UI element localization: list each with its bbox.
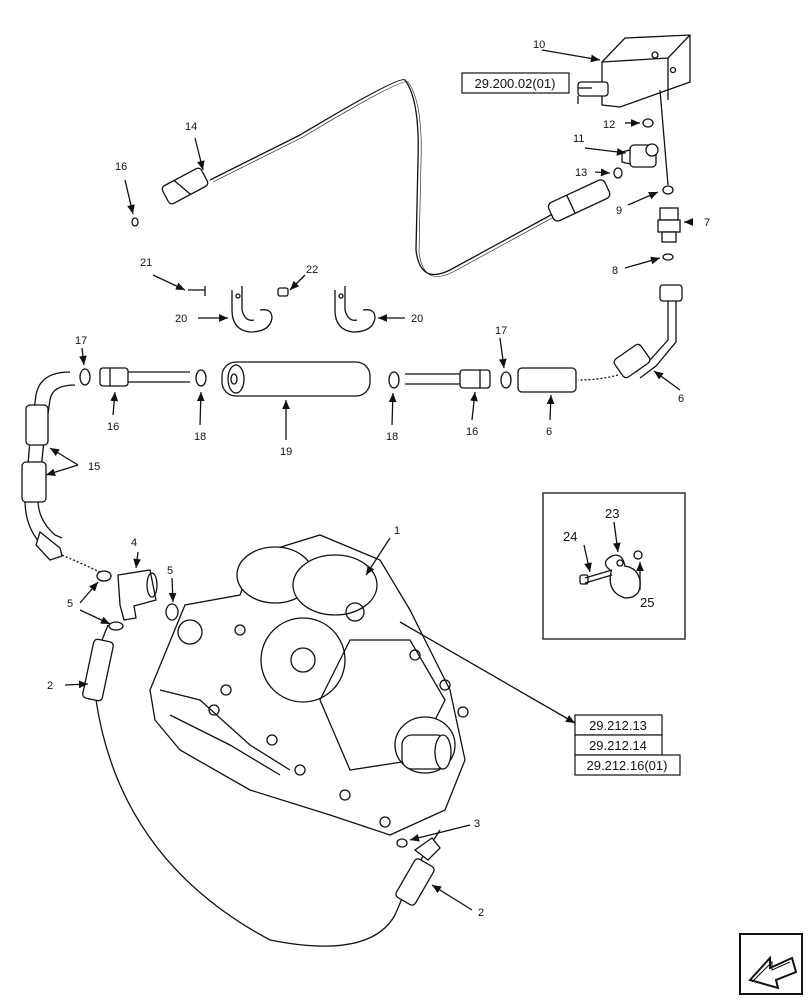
callout-15: 15	[88, 461, 100, 473]
callout-2-left: 2	[47, 680, 53, 692]
fitting-16-left	[99, 367, 190, 387]
o-ring-9	[662, 185, 674, 195]
callout-5-right: 5	[167, 565, 173, 577]
inset-bolt-24	[579, 569, 613, 585]
o-ring-5-top	[96, 570, 112, 582]
callout-3: 3	[474, 818, 480, 830]
upper-hose	[209, 78, 561, 276]
elbow-fitting-11	[621, 143, 659, 168]
callout-17-right: 17	[495, 325, 507, 337]
adapter-7	[657, 207, 681, 243]
pump-reference-1: 29.212.13	[589, 718, 647, 733]
tube-6-right	[613, 284, 683, 379]
hose-2	[82, 624, 441, 947]
inset-nut-25	[633, 550, 643, 560]
o-ring-8	[662, 253, 674, 261]
o-ring-18-right	[388, 371, 400, 389]
callout-labels: 10 12 11 13 9 7 8 6 14 16 21 22 20 20 17…	[47, 39, 710, 919]
valve-reference: 29.200.02(01)	[461, 72, 570, 94]
clamp-20-left	[188, 286, 289, 333]
accumulator-19	[221, 361, 371, 397]
o-ring-17-left	[79, 368, 91, 386]
callout-19: 19	[280, 446, 292, 458]
callout-12: 12	[603, 119, 615, 131]
o-ring-17-right	[500, 371, 512, 389]
callout-23: 23	[605, 506, 619, 521]
callout-22: 22	[306, 264, 318, 276]
callout-21: 21	[140, 257, 152, 269]
callout-16-top: 16	[115, 161, 127, 173]
o-ring-13	[613, 167, 623, 179]
hose-fitting-mid	[547, 179, 611, 222]
sleeve-6-middle	[517, 367, 577, 393]
callout-4: 4	[131, 537, 137, 549]
callout-1: 1	[394, 525, 400, 537]
callout-9: 9	[616, 205, 622, 217]
fitting-16-right	[405, 369, 491, 389]
callout-24: 24	[563, 529, 577, 544]
callout-13: 13	[575, 167, 587, 179]
callout-25: 25	[640, 595, 654, 610]
o-ring-12	[642, 118, 654, 128]
callout-7: 7	[704, 217, 710, 229]
callout-20-left: 20	[175, 313, 187, 325]
o-ring-5-bottom	[108, 621, 124, 631]
callout-17-left: 17	[75, 335, 87, 347]
callout-6-middle: 6	[546, 426, 552, 438]
callout-16-right: 16	[466, 426, 478, 438]
o-ring-18-left	[195, 369, 207, 387]
callout-20-right: 20	[411, 313, 423, 325]
callout-18-right: 18	[386, 431, 398, 443]
callout-14: 14	[185, 121, 197, 133]
callout-8: 8	[612, 265, 618, 277]
hose-15	[21, 371, 76, 561]
o-ring-3	[396, 838, 408, 848]
callout-16-left: 16	[107, 421, 119, 433]
valve-block-10	[577, 34, 691, 108]
pump-reference-2: 29.212.14	[589, 738, 647, 753]
inset-clamp-23	[604, 554, 641, 599]
callout-2-bottom: 2	[478, 907, 484, 919]
callout-5-left: 5	[67, 598, 73, 610]
arrow-icon[interactable]	[739, 933, 803, 995]
callout-6-right: 6	[678, 393, 684, 405]
hydraulic-pump-1	[149, 534, 469, 836]
o-ring-16-top	[131, 217, 139, 227]
hose-fitting-14	[161, 167, 209, 205]
clamp-20-right	[334, 286, 376, 333]
callout-18-left: 18	[194, 431, 206, 443]
pump-reference-3: 29.212.16(01)	[587, 758, 668, 773]
pump-references: 29.212.13 29.212.14 29.212.16(01)	[574, 714, 681, 776]
callout-11: 11	[573, 133, 584, 145]
o-ring-5-right	[165, 603, 179, 621]
tee-fitting-4	[117, 569, 158, 621]
valve-reference-text: 29.200.02(01)	[475, 76, 556, 91]
callout-10: 10	[533, 39, 545, 51]
